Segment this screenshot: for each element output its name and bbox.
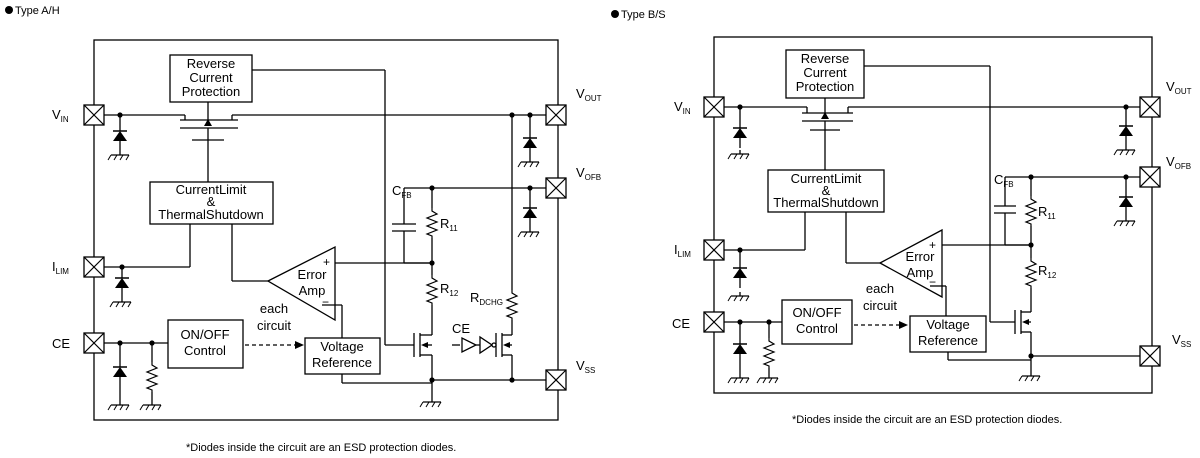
block-label: & bbox=[822, 183, 831, 198]
on-off-control-block bbox=[781, 299, 853, 345]
ce-label: CE bbox=[52, 336, 70, 351]
ce-arrow-icon bbox=[461, 336, 478, 354]
current-limit-block bbox=[149, 181, 274, 225]
ilim-pin bbox=[83, 256, 105, 278]
r12-label: R12 bbox=[1038, 263, 1057, 280]
block-label: Amp bbox=[299, 283, 326, 298]
reverse-current-protection-block bbox=[169, 54, 253, 103]
r11-label: R11 bbox=[440, 216, 458, 233]
ce-pin bbox=[83, 332, 105, 354]
vofb-pin bbox=[545, 177, 567, 199]
block-label: Reverse bbox=[187, 56, 235, 71]
diagram-header: Type A/H bbox=[15, 5, 60, 17]
diagram-header: Type B/S bbox=[621, 9, 666, 21]
current-limit-block bbox=[767, 169, 885, 213]
block-label: Control bbox=[796, 321, 838, 336]
vss-pin bbox=[1139, 345, 1161, 367]
voltage-reference-block bbox=[909, 315, 987, 353]
cfb-label: CFB bbox=[994, 172, 1014, 189]
vss-label: VSS bbox=[576, 358, 595, 375]
error-amp bbox=[266, 245, 336, 322]
esd-note: *Diodes inside the circuit are an ESD pr… bbox=[186, 442, 456, 454]
block-label: Current bbox=[189, 70, 233, 85]
vofb-label: VOFB bbox=[576, 165, 601, 182]
block-label: Current bbox=[803, 65, 847, 80]
vin-pin bbox=[83, 104, 105, 126]
diagram-type-a-h: Type A/H Reverse Current Protection Curr… bbox=[5, 5, 602, 454]
bullet-icon bbox=[611, 10, 619, 18]
block-label: ON/OFF bbox=[180, 327, 229, 342]
block-label: Voltage bbox=[320, 339, 363, 354]
block-label: Reference bbox=[312, 355, 372, 370]
block-label: Error bbox=[298, 267, 328, 282]
vss-label: VSS bbox=[1172, 332, 1191, 349]
cfb-label: CFB bbox=[392, 183, 412, 200]
vin-pin bbox=[703, 96, 725, 118]
block-label: & bbox=[207, 194, 216, 209]
esd-note: *Diodes inside the circuit are an ESD pr… bbox=[792, 414, 1062, 426]
block-label: Control bbox=[184, 343, 226, 358]
ilim-pin bbox=[703, 239, 725, 261]
rdchg-label: RDCHG bbox=[470, 290, 503, 307]
inverter-icon bbox=[479, 335, 494, 355]
reverse-current-protection-block bbox=[785, 49, 865, 99]
vss-pin bbox=[545, 369, 567, 391]
annotation: each bbox=[260, 301, 288, 316]
ce-label: CE bbox=[672, 316, 690, 331]
annotation: each bbox=[866, 281, 894, 296]
block-label: Voltage bbox=[926, 317, 969, 332]
vout-pin bbox=[545, 104, 567, 126]
annotation: circuit bbox=[257, 318, 291, 333]
block-label: CurrentLimit bbox=[791, 171, 862, 186]
vout-pin bbox=[1139, 96, 1161, 118]
ilim-label: ILIM bbox=[52, 259, 69, 276]
ic-outline bbox=[713, 36, 1153, 394]
voltage-reference-block bbox=[304, 337, 381, 375]
ilim-label: ILIM bbox=[674, 242, 691, 259]
annotation: circuit bbox=[863, 298, 897, 313]
minus-sign: − bbox=[322, 295, 329, 309]
block-label: Reverse bbox=[801, 51, 849, 66]
block-label: CurrentLimit bbox=[176, 182, 247, 197]
vofb-pin bbox=[1139, 166, 1161, 188]
diagram-type-b-s: Type B/S Reverse Current Protection Curr… bbox=[611, 9, 1192, 426]
ce-pin bbox=[703, 311, 725, 333]
block-label: Protection bbox=[796, 79, 855, 94]
error-amp bbox=[878, 228, 943, 299]
plus-sign: + bbox=[323, 255, 330, 269]
block-label: Amp bbox=[907, 265, 934, 280]
block-label: ThermalShutdown bbox=[158, 207, 264, 222]
block-label: Reference bbox=[918, 333, 978, 348]
vin-label: VIN bbox=[674, 99, 691, 116]
bullet-icon bbox=[5, 6, 13, 14]
vout-label: VOUT bbox=[576, 86, 602, 103]
ce-inverter-label: CE bbox=[452, 321, 470, 336]
r11-label: R11 bbox=[1038, 204, 1056, 221]
on-off-control-block bbox=[167, 319, 244, 369]
minus-sign: − bbox=[929, 275, 936, 289]
r12-label: R12 bbox=[440, 281, 459, 298]
block-label: Error bbox=[906, 249, 936, 264]
block-label: ThermalShutdown bbox=[773, 195, 879, 210]
vout-label: VOUT bbox=[1166, 79, 1192, 96]
block-label: ON/OFF bbox=[792, 305, 841, 320]
plus-sign: + bbox=[929, 238, 936, 252]
block-label: Protection bbox=[182, 84, 241, 99]
vofb-label: VOFB bbox=[1166, 154, 1191, 171]
vin-label: VIN bbox=[52, 107, 69, 124]
ic-outline bbox=[93, 39, 559, 421]
